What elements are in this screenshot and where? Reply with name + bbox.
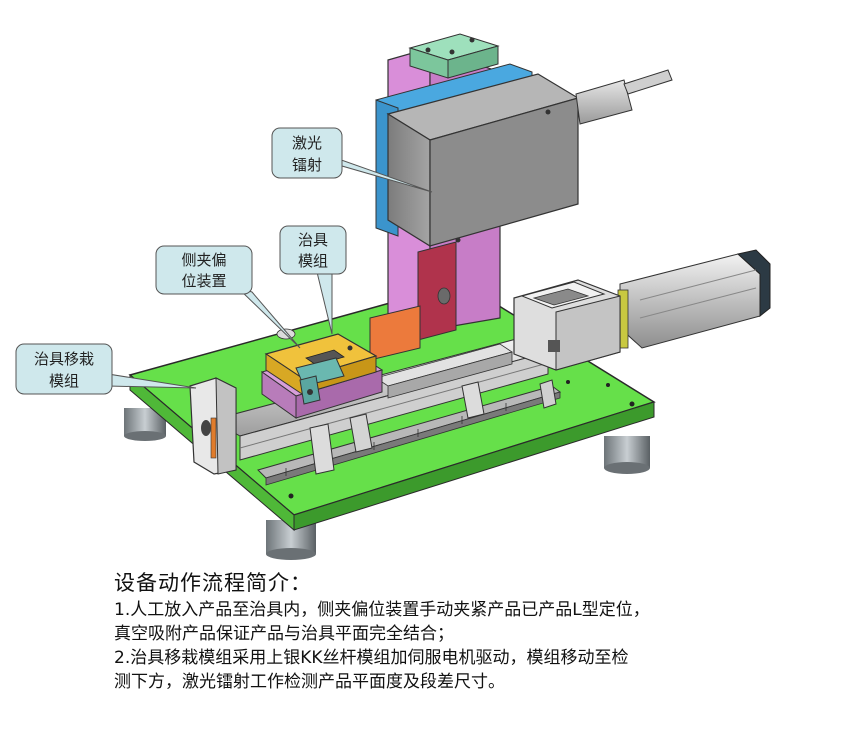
top-bracket <box>408 33 500 79</box>
coupling-housing <box>513 279 621 371</box>
side-clamp-device <box>276 328 345 405</box>
callout-side-clamp-line-1: 侧夹偏 <box>181 251 226 269</box>
module-end-block <box>189 377 237 475</box>
guide-rail <box>257 385 562 486</box>
callout-transfer-line-1: 治具移栽 <box>34 350 94 368</box>
callout-side-clamp-line-2: 位装置 <box>181 272 226 290</box>
description-line-1: 1.人工放入产品至治具内，侧夹偏位装置手动夹紧产品已产品L型定位， <box>114 600 650 620</box>
callout-transfer-line-2: 模组 <box>49 372 79 390</box>
process-description: 设备动作流程简介： 1.人工放入产品至治具内，侧夹偏位装置手动夹紧产品已产品L型… <box>114 568 814 694</box>
callout-fixture-line-1: 治具 <box>298 231 328 249</box>
description-line-2: 真空吸附产品保证产品与治具平面完全结合； <box>114 624 454 644</box>
laser-sensor-body <box>386 73 580 248</box>
machine-illustration: 激光 镭射 治具 模组 侧夹偏 位装置 治具移栽 模组 <box>15 33 771 560</box>
laser-cable <box>575 69 673 125</box>
servo-motor <box>617 249 771 349</box>
description-title: 设备动作流程简介： <box>114 571 312 595</box>
callout-fixture-line-2: 模组 <box>298 252 328 270</box>
description-line-4: 测下方，激光镭射工作检测产品平面度及段差尺寸。 <box>114 672 505 692</box>
foot-back-left <box>124 408 166 441</box>
callout-laser-line-1: 激光 <box>292 134 322 152</box>
sensor-brackets <box>309 379 557 475</box>
callout-side-clamp: 侧夹偏 位装置 <box>155 245 253 295</box>
foot-right <box>604 436 650 474</box>
callout-transfer: 治具移栽 模组 <box>15 343 113 395</box>
callout-fixture: 治具 模组 <box>279 225 347 275</box>
callout-laser: 激光 镭射 <box>271 127 343 179</box>
description-line-3: 2.治具移栽模组采用上银KK丝杆模组加伺服电机驱动，模组移动至检 <box>114 648 629 668</box>
callout-laser-line-2: 镭射 <box>292 156 322 174</box>
fixture-module <box>260 333 384 419</box>
